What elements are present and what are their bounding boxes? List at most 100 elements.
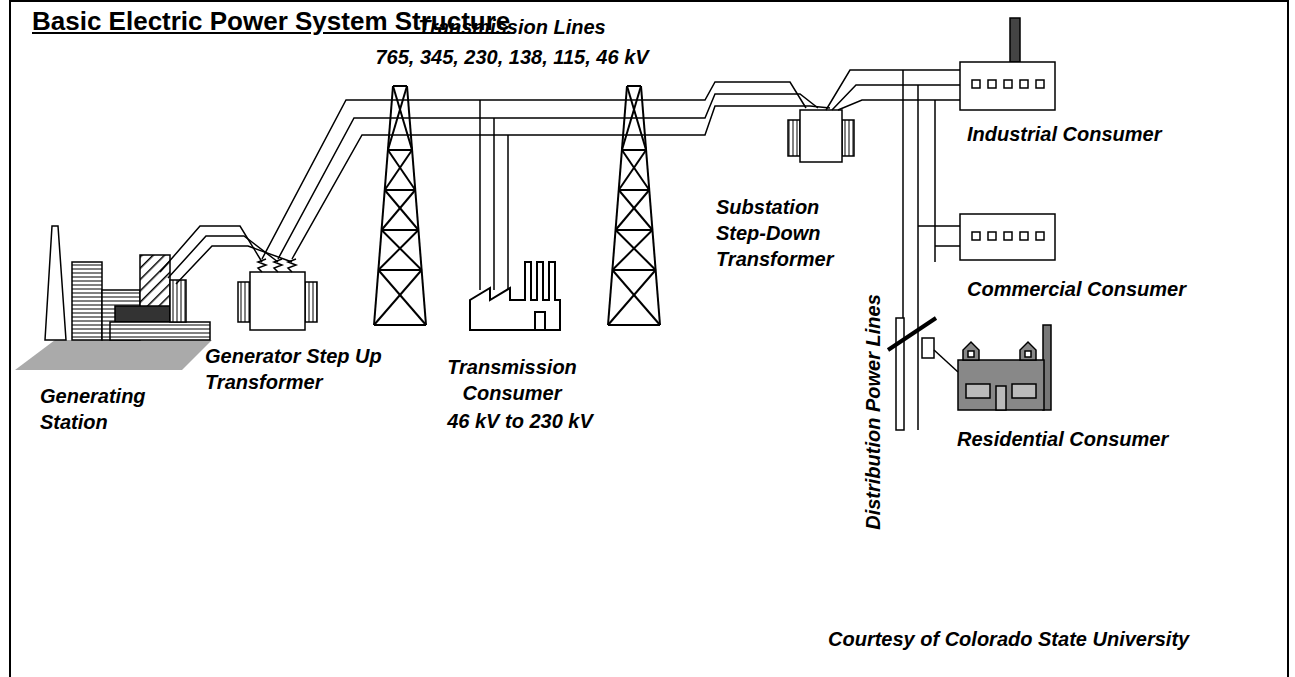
window xyxy=(972,80,980,88)
transmission-tower xyxy=(378,269,421,271)
window xyxy=(1036,232,1044,240)
transmission-tower xyxy=(382,190,416,230)
generator-wires xyxy=(160,226,262,272)
transmission-consumer-plant xyxy=(470,262,560,330)
window xyxy=(1004,232,1012,240)
consumer-label: Industrial Consumer xyxy=(967,121,1161,147)
step-up-transformer xyxy=(288,259,296,272)
generating-station xyxy=(170,280,186,322)
utility-pole xyxy=(896,318,904,430)
transmission-tower xyxy=(616,230,656,270)
industrial-building xyxy=(960,18,1055,110)
step-down-transformer xyxy=(788,120,800,156)
step-down-transformer xyxy=(842,120,854,156)
transmission-tower xyxy=(385,150,412,190)
residential-house xyxy=(1025,351,1031,357)
distribution-wires xyxy=(838,100,960,110)
transmission-wires xyxy=(479,100,481,290)
frame xyxy=(10,1,1288,677)
generating-station xyxy=(45,226,66,340)
section-label: Transmission Lines xyxy=(418,14,605,40)
distribution-wires xyxy=(917,85,919,430)
residential-house xyxy=(968,351,974,357)
window xyxy=(1004,80,1012,88)
transmission-tower xyxy=(382,230,422,270)
transmission-tower xyxy=(619,190,653,230)
transmission-tower xyxy=(378,230,418,270)
transmission-tower xyxy=(627,85,641,87)
transmission-tower xyxy=(622,150,649,190)
component-label: Substation Step-Down Transformer xyxy=(716,194,861,272)
transmission-tower xyxy=(608,86,627,325)
generating-station xyxy=(140,255,170,310)
utility-pole xyxy=(922,338,934,358)
transmission-tower xyxy=(616,229,653,231)
generating-station xyxy=(110,322,210,340)
transmission-tower xyxy=(619,189,650,191)
utility-pole xyxy=(888,318,958,430)
transmission-tower xyxy=(393,85,407,87)
window xyxy=(1036,80,1044,88)
window xyxy=(1020,80,1028,88)
industrial-building xyxy=(1010,18,1020,62)
commercial-building xyxy=(960,214,1055,260)
transmission-tower xyxy=(608,324,660,326)
step-down-transformer xyxy=(800,110,842,162)
step-down-transformer xyxy=(788,110,854,162)
generating-station xyxy=(115,306,170,322)
consumer-label: Commercial Consumer xyxy=(967,276,1186,302)
step-up-transformer xyxy=(238,282,250,322)
credit-caption: Courtesy of Colorado State University xyxy=(828,628,1189,651)
transmission-wires xyxy=(493,118,495,290)
transmission-tower xyxy=(385,189,416,191)
transmission-consumer-plant xyxy=(535,312,545,330)
residential-house xyxy=(1012,384,1036,398)
component-label: Transmission Consumer xyxy=(437,354,587,406)
transmission-tower xyxy=(612,270,660,325)
generating-station xyxy=(15,226,212,370)
residential-house xyxy=(963,342,979,360)
distribution-wires xyxy=(918,225,960,227)
utility-pole xyxy=(934,350,958,372)
transmission-consumer-plant xyxy=(470,262,560,330)
window xyxy=(988,80,996,88)
transmission-tower xyxy=(382,229,419,231)
residential-house xyxy=(996,386,1006,410)
residential-house xyxy=(966,384,990,398)
distribution-wires xyxy=(935,245,960,247)
transmission-tower xyxy=(608,270,656,325)
generating-station xyxy=(15,340,212,370)
step-up-transformer xyxy=(274,259,282,272)
window xyxy=(972,232,980,240)
window xyxy=(972,80,1044,240)
transmission-tower xyxy=(612,230,652,270)
transmission-tower xyxy=(374,270,422,325)
transmission-tower xyxy=(612,269,655,271)
residential-house xyxy=(958,325,1051,410)
transmission-tower xyxy=(641,86,660,325)
transmission-tower xyxy=(374,86,660,325)
step-up-transformer xyxy=(258,259,266,272)
voltage-list: 765, 345, 230, 138, 115, 46 kV xyxy=(375,44,648,70)
distribution-wires xyxy=(826,70,960,110)
transmission-tower xyxy=(374,86,393,325)
distribution-wires xyxy=(826,70,960,430)
transmission-tower xyxy=(608,86,660,325)
transmission-tower xyxy=(374,86,426,325)
transmission-tower xyxy=(374,324,426,326)
residential-house xyxy=(1020,342,1036,360)
step-up-transformer xyxy=(250,272,305,330)
consumer-label: Residential Consumer xyxy=(957,426,1168,452)
distribution-wires xyxy=(934,100,936,262)
industrial-building xyxy=(960,62,1055,110)
voltage-range: 46 kV to 230 kV xyxy=(447,408,593,434)
transmission-tower xyxy=(616,190,650,230)
transmission-tower xyxy=(385,190,419,230)
residential-house xyxy=(958,360,1044,410)
transmission-tower xyxy=(622,149,646,151)
transmission-tower xyxy=(388,149,412,151)
component-label: Generating Station xyxy=(40,383,170,435)
transmission-tower xyxy=(619,150,646,190)
